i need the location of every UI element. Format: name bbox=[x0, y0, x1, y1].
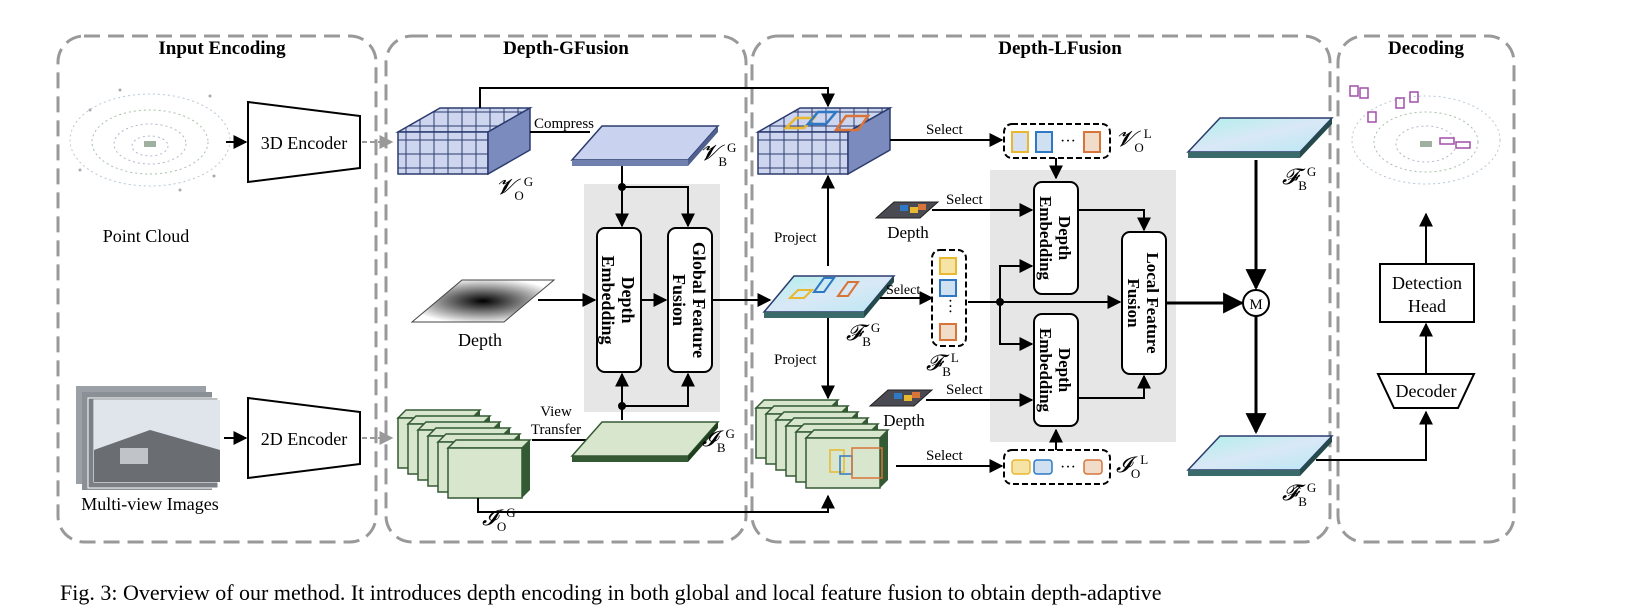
depth-gfusion-frame bbox=[384, 34, 748, 544]
bev-voxel-plane bbox=[570, 125, 720, 166]
arrow-output-to-decoder bbox=[1316, 410, 1433, 461]
depth-bottom-box-3 bbox=[912, 392, 920, 398]
depth-bottom-select-label: Select bbox=[946, 382, 983, 398]
lfusion-image-features bbox=[754, 399, 890, 489]
section-title-decoding: Decoding bbox=[1388, 38, 1465, 59]
voxel-global-symbol: 𝓥OG bbox=[496, 174, 533, 203]
images-label: Multi-view Images bbox=[81, 494, 218, 514]
voxel-select-label: Select bbox=[926, 122, 963, 138]
decoder-label: Decoder bbox=[1396, 381, 1457, 401]
voxel-local-ellipsis: ··· bbox=[1060, 133, 1076, 150]
lfusion-depth-top-label: Depth bbox=[887, 223, 929, 242]
bev-image-symbol: 𝓘BG bbox=[702, 426, 735, 455]
section-title-lfusion: Depth-LFusion bbox=[998, 38, 1122, 59]
point-cloud-label: Point Cloud bbox=[103, 226, 190, 246]
encoder-3d-block[interactable] bbox=[247, 100, 361, 184]
voxel-local-cubes bbox=[1011, 131, 1101, 153]
section-title-gfusion: Depth-GFusion bbox=[503, 38, 629, 59]
arrow-to-global-fusion-top bbox=[622, 186, 695, 228]
depth-top-box-1 bbox=[900, 205, 908, 211]
image-feature-global bbox=[396, 409, 532, 499]
gfusion-depth-embedding-label: DepthEmbedding bbox=[598, 255, 638, 344]
lfusion-depth-bottom-label: Depth bbox=[883, 411, 925, 430]
detection-head-block[interactable] bbox=[1379, 263, 1475, 323]
depth-top-box-2 bbox=[910, 207, 918, 213]
bev-fused-symbol: 𝓕BG bbox=[846, 320, 880, 349]
depth-lfusion-frame bbox=[750, 34, 1332, 544]
gfusion-depth-map bbox=[410, 279, 556, 323]
global-feature-fusion-label: Global FeatureFusion bbox=[669, 242, 709, 358]
depth-top-box-3 bbox=[918, 204, 926, 210]
decoding-frame bbox=[1336, 34, 1516, 544]
arrow-voxel-to-lfusion bbox=[479, 87, 835, 108]
bev-output-bottom bbox=[1186, 435, 1334, 476]
detection-result-image bbox=[1349, 85, 1501, 185]
local-feature-fusion-label: Local FeatureFusion bbox=[1124, 252, 1162, 354]
bev-output-top-symbol: 𝓕BG bbox=[1282, 164, 1316, 193]
voxel-local-symbol: 𝓥OL bbox=[1116, 126, 1152, 155]
decoder-block[interactable] bbox=[1376, 373, 1476, 409]
point-cloud-image bbox=[69, 88, 231, 192]
project-up-label: Project bbox=[774, 230, 817, 246]
bev-fused-plane bbox=[762, 275, 896, 318]
bev-local-symbol: 𝓕BL bbox=[926, 350, 959, 379]
input-encoding-frame bbox=[56, 34, 378, 544]
section-title-input: Input Encoding bbox=[158, 38, 286, 59]
bev-select-label: Select bbox=[886, 283, 920, 298]
image-local-cubes bbox=[1011, 459, 1103, 475]
bev-image-plane bbox=[570, 421, 720, 462]
bev-output-top bbox=[1186, 117, 1334, 158]
section-frames bbox=[56, 34, 1516, 544]
bev-output-bottom-symbol: 𝓕̂BG bbox=[1282, 480, 1316, 509]
lfusion-voxel-grid bbox=[755, 106, 893, 176]
bev-local-box bbox=[931, 249, 967, 347]
image-global-symbol: 𝓘OG bbox=[482, 505, 516, 534]
multi-view-images bbox=[76, 386, 221, 490]
figure-caption: Fig. 3: Overview of our method. It intro… bbox=[60, 580, 1162, 605]
image-local-symbol: 𝓘OL bbox=[1116, 452, 1148, 481]
bev-voxel-symbol: 𝓥BG bbox=[700, 140, 736, 169]
depth-bottom-box-2 bbox=[904, 395, 912, 401]
compress-label: Compress bbox=[534, 116, 594, 132]
encoder-2d-label: 2D Encoder bbox=[261, 429, 347, 449]
gfusion-depth-label: Depth bbox=[458, 330, 502, 350]
lfusion-depth-embedding-bottom-label: DepthEmbedding bbox=[1036, 328, 1074, 413]
arrow-to-global-fusion-bottom bbox=[622, 372, 695, 407]
lfusion-depth-embedding-top-label: DepthEmbedding bbox=[1036, 196, 1074, 281]
bev-local-cubes bbox=[939, 257, 957, 341]
voxel-local-box bbox=[1003, 123, 1111, 159]
encoder-2d-block[interactable] bbox=[247, 396, 361, 480]
image-select-label: Select bbox=[926, 448, 963, 464]
voxel-feature-global bbox=[395, 106, 533, 176]
arrow-local-to-emb-bottom bbox=[999, 302, 1034, 351]
arrow-local-to-emb-top bbox=[999, 259, 1034, 302]
depth-bottom-box-1 bbox=[894, 393, 902, 399]
project-down-label: Project bbox=[774, 352, 817, 368]
encoder-3d-label: 3D Encoder bbox=[261, 133, 347, 153]
depth-top-select-label: Select bbox=[946, 192, 983, 208]
arrow-emb-top-to-fusion bbox=[1078, 209, 1151, 232]
lfusion-depth-embedding-bottom[interactable] bbox=[1033, 313, 1079, 427]
arrow-emb-bottom-to-fusion bbox=[1078, 374, 1151, 399]
bev-local-ellipsis: ··· bbox=[941, 298, 958, 314]
arrow-image-to-lfusion bbox=[477, 494, 835, 513]
merge-node-label: M bbox=[1249, 297, 1262, 313]
lfusion-depth-embedding-top[interactable] bbox=[1033, 181, 1079, 295]
image-local-ellipsis: ··· bbox=[1060, 459, 1076, 476]
